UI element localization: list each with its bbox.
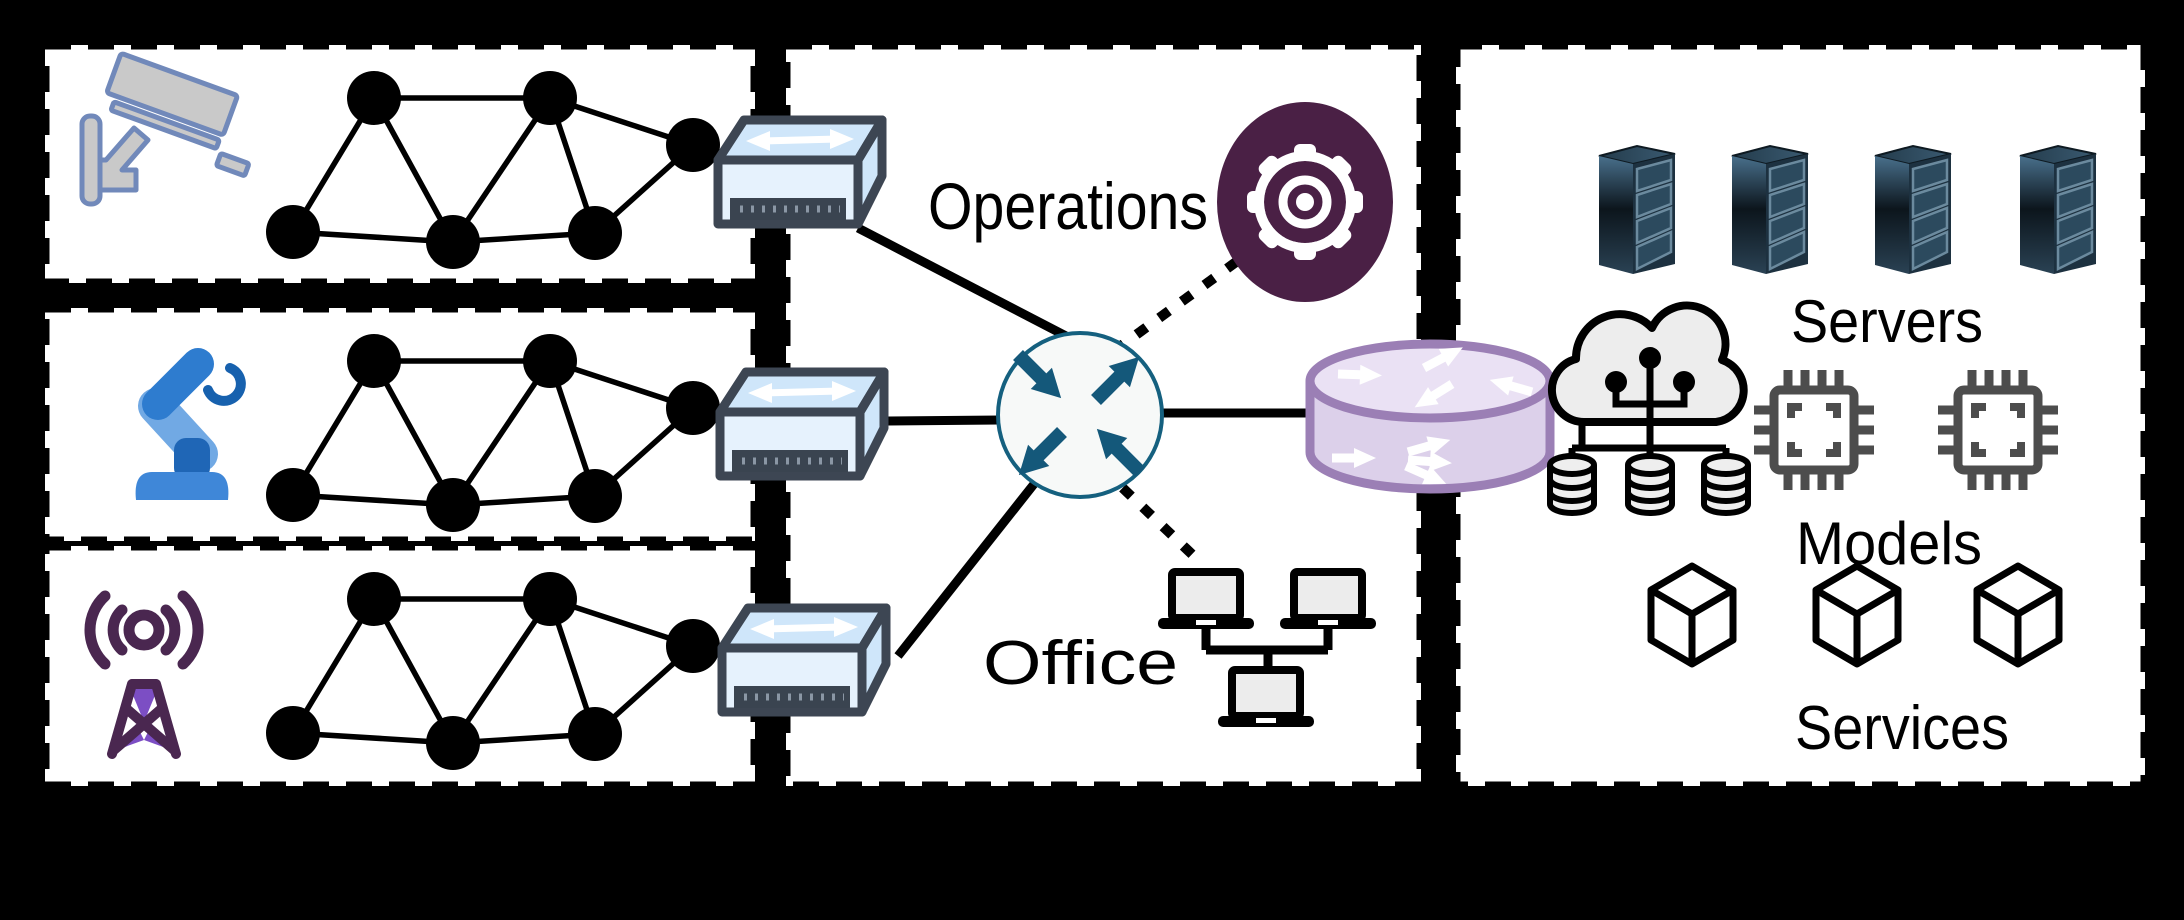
database-2 (1628, 456, 1672, 513)
antenna-tower-icon (84, 590, 204, 759)
graph-node (666, 381, 720, 435)
link-switch3-router (894, 476, 1042, 659)
server-2 (1730, 144, 1810, 276)
mesh-graph-3 (266, 572, 720, 770)
graph-node (266, 468, 320, 522)
graph-edge (450, 597, 553, 745)
server-3 (1873, 144, 1953, 276)
mesh-graph-2 (266, 334, 720, 532)
cube-1 (1651, 566, 1733, 664)
switch-3 (722, 608, 886, 712)
graph-node (523, 572, 577, 626)
laptop-2 (1280, 572, 1376, 629)
link-router-operations-dotted (1111, 255, 1243, 355)
switch-1 (718, 120, 882, 224)
edge-router-cylinder-icon (1305, 339, 1555, 494)
database-1 (1550, 456, 1594, 513)
links-layer (855, 224, 1318, 659)
graphs-layer (266, 71, 720, 770)
label-operations: Operations (928, 169, 1208, 243)
graph-node (266, 706, 320, 760)
graph-node (666, 619, 720, 673)
panel-access-radio (40, 541, 760, 791)
graph-node (568, 469, 622, 523)
database-3 (1704, 456, 1748, 513)
label-servers: Servers (1791, 288, 1983, 355)
laptop-1 (1158, 572, 1254, 629)
graph-node (426, 716, 480, 770)
graph-node (568, 206, 622, 260)
office-laptops (1158, 572, 1376, 727)
server-1 (1597, 144, 1677, 276)
label-models: Models (1796, 510, 1982, 577)
router-icon (996, 331, 1164, 499)
graph-node (523, 334, 577, 388)
graph-edge (371, 96, 456, 244)
graph-node (266, 205, 320, 259)
graph-node (347, 572, 401, 626)
operations-gear-icon (1217, 102, 1393, 302)
cloud-database-icon (1550, 301, 1748, 513)
laptop-3 (1218, 670, 1314, 727)
label-office: Office (983, 629, 1178, 698)
graph-node (426, 478, 480, 532)
graph-edge (371, 597, 456, 745)
graph-edge (450, 96, 553, 244)
service-cubes (1651, 566, 2059, 664)
link-switch1-router (855, 224, 1069, 340)
mesh-graph-1 (266, 71, 720, 269)
graph-node (666, 118, 720, 172)
graph-node (426, 215, 480, 269)
cube-2 (1816, 566, 1898, 664)
graph-node (523, 71, 577, 125)
switch-2 (720, 372, 884, 476)
cube-3 (1977, 566, 2059, 664)
cctv-camera-icon (79, 51, 251, 207)
link-switch2-router (885, 415, 1001, 426)
graph-edge (450, 359, 553, 507)
graph-node (347, 334, 401, 388)
label-services: Services (1795, 694, 2009, 763)
robot-arm-icon (135, 348, 246, 500)
graph-edge (371, 359, 456, 507)
server-4 (2018, 144, 2098, 276)
graph-node (347, 71, 401, 125)
graph-node (568, 707, 622, 761)
